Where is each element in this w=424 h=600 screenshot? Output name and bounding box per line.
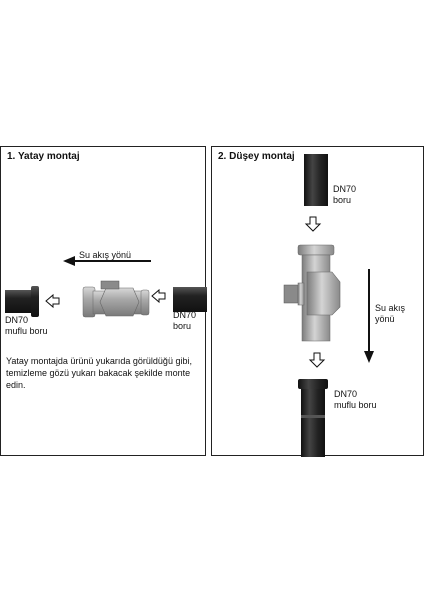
flow-direction-arrow: [364, 269, 374, 363]
horizontal-installation-panel: 1. Yatay montaj: [0, 146, 207, 456]
pipe-right-label: DN70 boru: [173, 310, 197, 331]
horizontal-diagram: [5, 256, 207, 318]
socket-pipe-bottom: [298, 379, 328, 457]
flow-direction-arrow: [63, 256, 151, 266]
flow-direction-label: Su akış yönü: [79, 250, 132, 260]
vertical-diagram: [283, 154, 374, 457]
hollow-arrow-icon: [151, 288, 166, 304]
vertical-installation-panel: 2. Düşey montaj: [211, 146, 424, 457]
pipe-top-label: DN70 boru: [333, 184, 357, 205]
flow-direction-label: Su akış yönü: [375, 303, 406, 324]
panel-title: 1. Yatay montaj: [7, 151, 80, 162]
pipe-bottom-label: DN70 muflu boru: [334, 389, 377, 410]
hollow-arrow-icon: [304, 216, 322, 232]
hollow-arrow-icon: [308, 352, 326, 368]
installation-note: Yatay montajda ürünü yukarıda görüldüğü …: [6, 356, 192, 390]
hollow-arrow-icon: [45, 293, 60, 309]
pipe-top: [304, 154, 328, 206]
pipe-right: [173, 287, 207, 312]
cleaning-fitting: [283, 244, 341, 342]
pipe-left-label: DN70 muflu boru: [5, 315, 48, 336]
cleaning-fitting: [82, 280, 150, 318]
panel-title: 2. Düşey montaj: [218, 151, 295, 162]
socket-pipe-left: [5, 286, 39, 317]
